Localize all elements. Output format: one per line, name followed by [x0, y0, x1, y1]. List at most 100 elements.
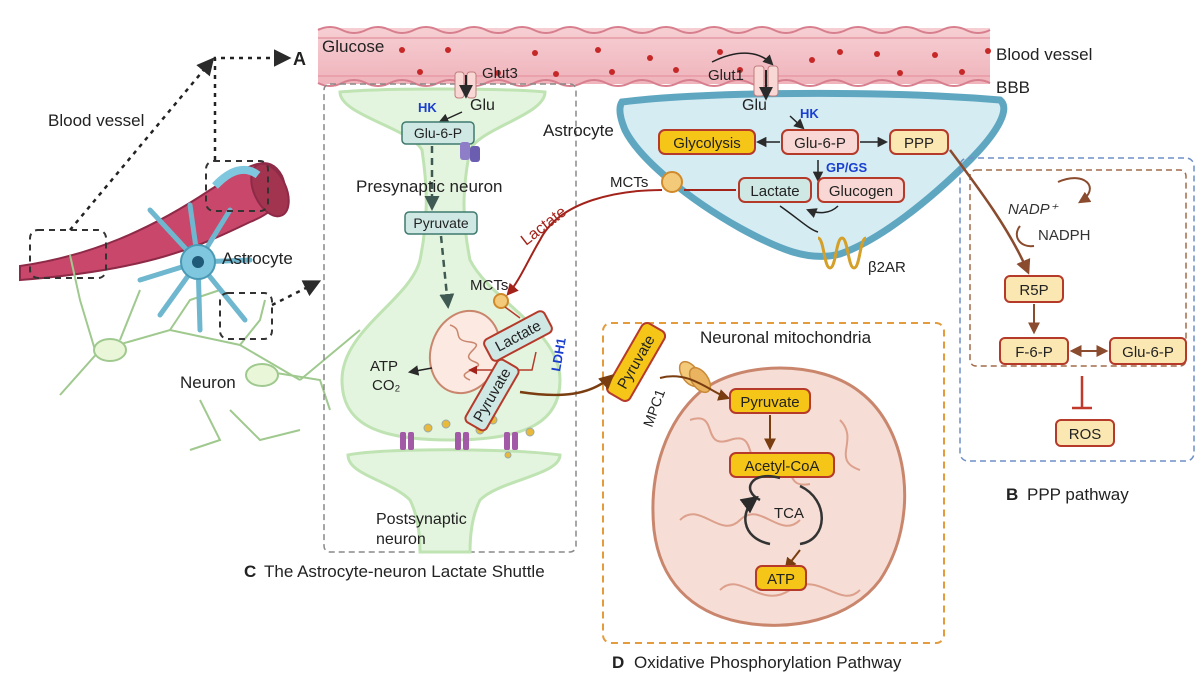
- label-glu6p-neuron: Glu-6-P: [414, 125, 462, 141]
- astrocyte-cell: Glut1 Glu HK Astrocyte Glycolysis Glu-6-…: [506, 52, 1008, 296]
- postsynaptic-neuron-body: [346, 448, 562, 554]
- arrow-ppp-to-r5p: [948, 149, 1031, 275]
- panel-b-ppp: NADP⁺ NADPH R5P F-6-P Glu-6-P ROS B PPP …: [948, 149, 1195, 504]
- zoom-arrow-1: [69, 57, 215, 231]
- overview-illustration: Blood vessel Astrocyte Neuron: [19, 49, 361, 451]
- membrane-protein: [460, 142, 480, 162]
- label-postsynaptic-1: Postsynaptic: [376, 511, 467, 528]
- synaptic-receptors: [400, 432, 518, 450]
- label-glu6p-astro: Glu-6-P: [794, 135, 846, 152]
- label-mcts-astro: MCTs: [610, 174, 648, 191]
- label-glucose: Glucose: [322, 37, 384, 56]
- arrow-glu-to-g6p-neuron: [438, 111, 463, 124]
- panel-c-lactate-shuttle: Glut3 Glu HK Glu-6-P Presynaptic neuron …: [244, 65, 577, 581]
- label-b2ar: β2AR: [868, 259, 906, 276]
- overview-blood-vessel: [19, 162, 286, 282]
- enzyme-hk-astro: HK: [800, 106, 819, 121]
- big-mitochondrion: [651, 366, 907, 627]
- overview-neurons: [59, 254, 361, 451]
- box-pyruvate-mito: [729, 388, 811, 414]
- panel-b-frame-inner: [969, 169, 1187, 367]
- label-mito-title: Neuronal mitochondria: [700, 328, 872, 347]
- box-pyruvate-bottom: [464, 358, 520, 432]
- label-nadph: NADPH: [1038, 227, 1091, 244]
- zoom-arrow-2: [213, 49, 292, 160]
- enzyme-ldh1: LDH1: [548, 336, 569, 372]
- label-f6p: F-6-P: [1015, 344, 1053, 361]
- box-ros: [1055, 419, 1115, 447]
- box-pyruvate-in: [605, 322, 667, 402]
- arrow-neuron-to-mito: [519, 373, 615, 397]
- zoom-box-endfoot: [205, 160, 269, 212]
- label-glucogen: Glucogen: [829, 183, 893, 200]
- arrow-lactate-to-pyruvate: [468, 351, 537, 375]
- overview-label-astrocyte: Astrocyte: [222, 249, 293, 268]
- label-ppp: PPP: [904, 135, 934, 152]
- panel-c-title: The Astrocyte-neuron Lactate Shuttle: [264, 562, 545, 581]
- overview-label-blood-vessel: Blood vessel: [48, 111, 144, 130]
- mct-astro-transporter: [661, 171, 683, 193]
- label-co2: CO₂: [372, 377, 401, 394]
- box-f6p: [999, 337, 1069, 365]
- enzyme-hk-neuron: HK: [418, 100, 437, 115]
- arrow-mito-out: [407, 365, 433, 376]
- panel-d-oxphos: Neuronal mitochondria Pyruvate MPC1 Pyru…: [519, 322, 945, 672]
- label-glycolysis: Glycolysis: [673, 135, 741, 152]
- label-r5p: R5P: [1019, 282, 1048, 299]
- label-presynaptic: Presynaptic neuron: [356, 177, 502, 196]
- label-bbb: BBB: [996, 78, 1030, 97]
- box-lactate-astro: [738, 177, 812, 203]
- box-r5p: [1004, 275, 1064, 303]
- label-mpc1: MPC1: [640, 387, 668, 429]
- label-glut1: Glut1: [708, 67, 744, 84]
- panel-d-frame: [602, 322, 945, 644]
- overview-label-neuron: Neuron: [180, 373, 236, 392]
- label-postsynaptic-2: neuron: [376, 531, 426, 548]
- label-nadp-plus: NADP⁺: [1008, 201, 1059, 218]
- panel-b-title: PPP pathway: [1027, 485, 1129, 504]
- tca-cycle: [745, 475, 823, 546]
- label-astrocyte-a: Astrocyte: [543, 121, 614, 140]
- box-atp-mito: [755, 565, 807, 591]
- box-glycolysis: [658, 129, 756, 155]
- zoom-box-vessel: [29, 229, 107, 279]
- b2ar-receptor: [817, 236, 867, 270]
- panel-c-letter: C: [244, 562, 256, 581]
- label-atp-neuron: ATP: [370, 358, 398, 375]
- inhibit-ros: [1072, 376, 1092, 410]
- label-atp-mito: ATP: [767, 571, 795, 588]
- glut1-transporter: [711, 52, 779, 101]
- label-glut3: Glut3: [482, 65, 518, 82]
- box-glu6p-astro: [781, 129, 859, 155]
- zoom-arrow-3: [271, 280, 322, 307]
- enzyme-gp-gs: GP/GS: [826, 160, 868, 175]
- label-pyruvate-mito: Pyruvate: [740, 394, 799, 411]
- box-acetyl-coa: [729, 452, 835, 478]
- panel-d-letter: D: [612, 653, 624, 672]
- label-pyruvate-neuron: Pyruvate: [413, 215, 468, 231]
- glut3-transporter: [454, 71, 477, 99]
- arrow-lactate-shuttle: [506, 189, 663, 296]
- label-lactate-arrow: Lactate: [518, 203, 570, 249]
- box-glucogen: [817, 177, 905, 203]
- panel-a-vessel: Glucose Blood vessel BBB A: [293, 26, 1092, 127]
- box-pyruvate-neuron: [404, 211, 478, 235]
- box-glu6p-neuron: [401, 121, 475, 145]
- label-mcts-neuron: MCTs: [470, 277, 508, 294]
- mct-neuron-transporter: [493, 293, 509, 309]
- label-glu6p-b: Glu-6-P: [1122, 344, 1174, 361]
- panel-b-letter: B: [1006, 485, 1018, 504]
- box-glu6p-b: [1109, 337, 1187, 365]
- label-lactate-astro: Lactate: [750, 183, 799, 200]
- label-acetyl-coa: Acetyl-CoA: [744, 458, 819, 475]
- zoom-box-synapse: [219, 292, 273, 340]
- box-lactate-neuron: [483, 310, 553, 362]
- panel-d-title: Oxidative Phosphorylation Pathway: [634, 653, 902, 672]
- label-tca: TCA: [774, 505, 804, 522]
- box-ppp: [889, 129, 949, 155]
- panel-a-letter: A: [293, 49, 306, 69]
- label-glu-astro: Glu: [742, 97, 767, 114]
- label-ros: ROS: [1069, 426, 1102, 443]
- panel-b-frame-outer: [959, 157, 1195, 462]
